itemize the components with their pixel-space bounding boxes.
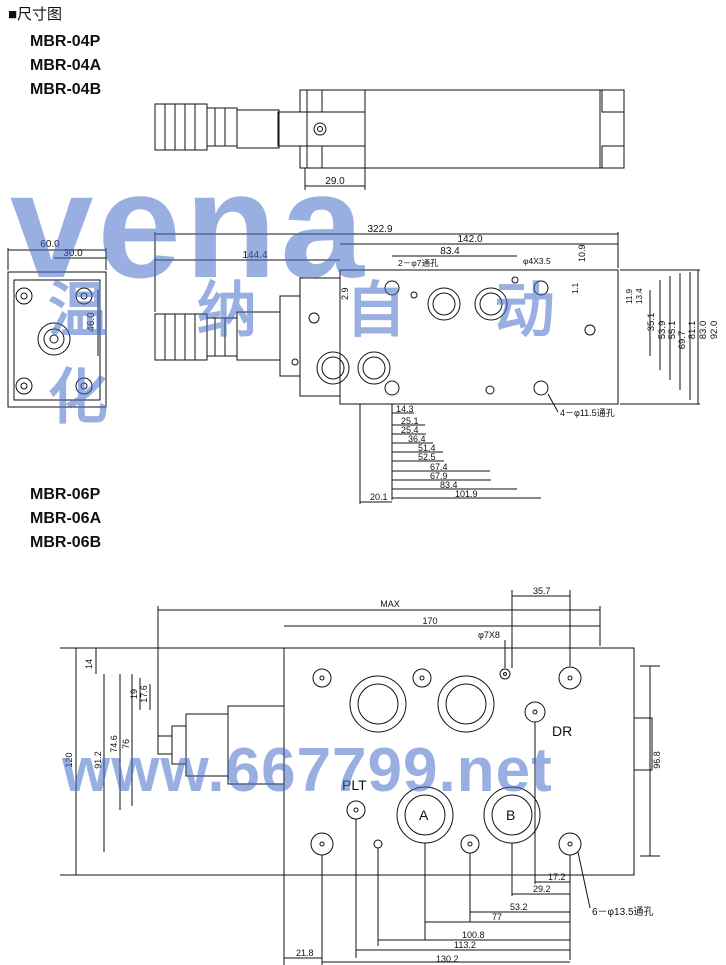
model-label-06b: MBR-06B <box>30 534 102 551</box>
dim-322-9: 322.9 <box>367 224 392 235</box>
valve-body-top <box>306 89 625 169</box>
dim-77: 77 <box>492 912 502 922</box>
dim-101-9: 101.9 <box>455 489 478 499</box>
dim-81-1: 81.1 <box>687 321 698 340</box>
hole-2-phi7: 2－φ7通孔 <box>398 258 439 268</box>
port-a: A <box>419 807 429 823</box>
dim-2-9: 2.9 <box>340 287 350 300</box>
dim-36-4: 36.4 <box>408 434 426 444</box>
dim-25-4: 25.4 <box>401 425 419 435</box>
dim-11-9: 11.9 <box>625 288 634 304</box>
dim-1-1: 1.1 <box>571 282 580 294</box>
dim-144-4: 144.4 <box>242 250 267 261</box>
end-view-04: 60.0 30.0 46.0 <box>7 239 107 408</box>
dim-91-2: 91.2 <box>93 751 103 769</box>
dim-60: 60.0 <box>40 239 60 250</box>
dim-74-6: 74.6 <box>109 735 119 753</box>
dim-96-8: 96.8 <box>652 751 662 769</box>
dim-21-8: 21.8 <box>296 948 314 958</box>
mount-hole-top <box>313 122 327 136</box>
mount-hole-front <box>308 312 320 324</box>
dim-83-4-top: 83.4 <box>440 246 460 257</box>
dim-53-2: 53.2 <box>510 902 528 912</box>
dim-10-9: 10.9 <box>577 244 587 262</box>
hole-4-phi11-5: 4－φ11.5通孔 <box>560 408 615 418</box>
dim-17-6: 17.6 <box>139 685 149 703</box>
dim-25-1: 25.1 <box>401 416 419 426</box>
watermark-company: 温 纳 自 动 化 <box>48 276 589 433</box>
dim-83-4: 83.4 <box>440 480 458 490</box>
dim-35-1: 35.1 <box>646 313 657 332</box>
dim-67-4: 67.4 <box>430 462 448 472</box>
dim-92: 92.0 <box>709 321 720 340</box>
adjust-knob-end <box>37 322 71 356</box>
watermark-website: www.667799.net <box>62 736 553 805</box>
dim-67-9: 67.9 <box>430 471 448 481</box>
dim-53-9: 53.9 <box>657 321 668 340</box>
top-view-04: 29.0 <box>154 89 625 190</box>
model-label-04b: MBR-04B <box>30 81 102 98</box>
dim-120: 120 <box>64 752 74 767</box>
hole-6-phi13-5: 6－φ13.5通孔 <box>592 906 654 918</box>
port-dr: DR <box>552 723 572 739</box>
dim-142: 142.0 <box>457 234 482 245</box>
dim-113-2: 113.2 <box>454 940 476 950</box>
model-label-04a: MBR-04A <box>30 57 102 74</box>
dim-max: MAX <box>380 599 400 609</box>
watermark-brand: vena <box>10 141 368 309</box>
end-view-body <box>7 271 107 408</box>
dim-19: 19 <box>129 689 139 699</box>
dim-51-4: 51.4 <box>418 443 436 453</box>
model-label-04p: MBR-04P <box>30 33 101 50</box>
dim-29-2: 29.2 <box>533 884 551 894</box>
dim-52-5: 52.5 <box>418 452 436 462</box>
dim-69-7: 69.7 <box>677 331 688 350</box>
hole-phi7x8: φ7X8 <box>478 630 500 640</box>
hole-phi4x3-5: φ4X3.5 <box>523 256 551 266</box>
dim-17-2: 17.2 <box>548 872 566 882</box>
dim-46: 46.0 <box>86 312 97 332</box>
view-06: DR PLT A B MAX 35.7 170 φ7X8 14 <box>60 586 662 965</box>
front-view-04: 322.9 144.4 142.0 83.4 2－φ7通孔 φ4X3.5 10.… <box>154 224 720 504</box>
port-plt: PLT <box>342 777 367 793</box>
dim-29: 29.0 <box>325 176 345 187</box>
dim-30: 30.0 <box>63 248 83 259</box>
dim-170: 170 <box>422 616 437 626</box>
dim-20-1: 20.1 <box>370 492 388 502</box>
dim-13-4: 13.4 <box>635 288 644 304</box>
dim-55-1: 55.1 <box>667 321 678 340</box>
dim-83: 83.0 <box>698 321 709 340</box>
dim-14-3: 14.3 <box>396 404 414 414</box>
dim-100-8: 100.8 <box>462 930 485 940</box>
dim-14: 14 <box>84 659 94 669</box>
section-title: ■尺寸图 <box>8 6 63 23</box>
model-label-06p: MBR-06P <box>30 486 101 503</box>
dim-130-2: 130.2 <box>436 954 459 964</box>
port-b: B <box>506 807 515 823</box>
model-label-06a: MBR-06A <box>30 510 102 527</box>
dim-35-7: 35.7 <box>533 586 551 596</box>
dim-76: 76 <box>121 739 131 749</box>
